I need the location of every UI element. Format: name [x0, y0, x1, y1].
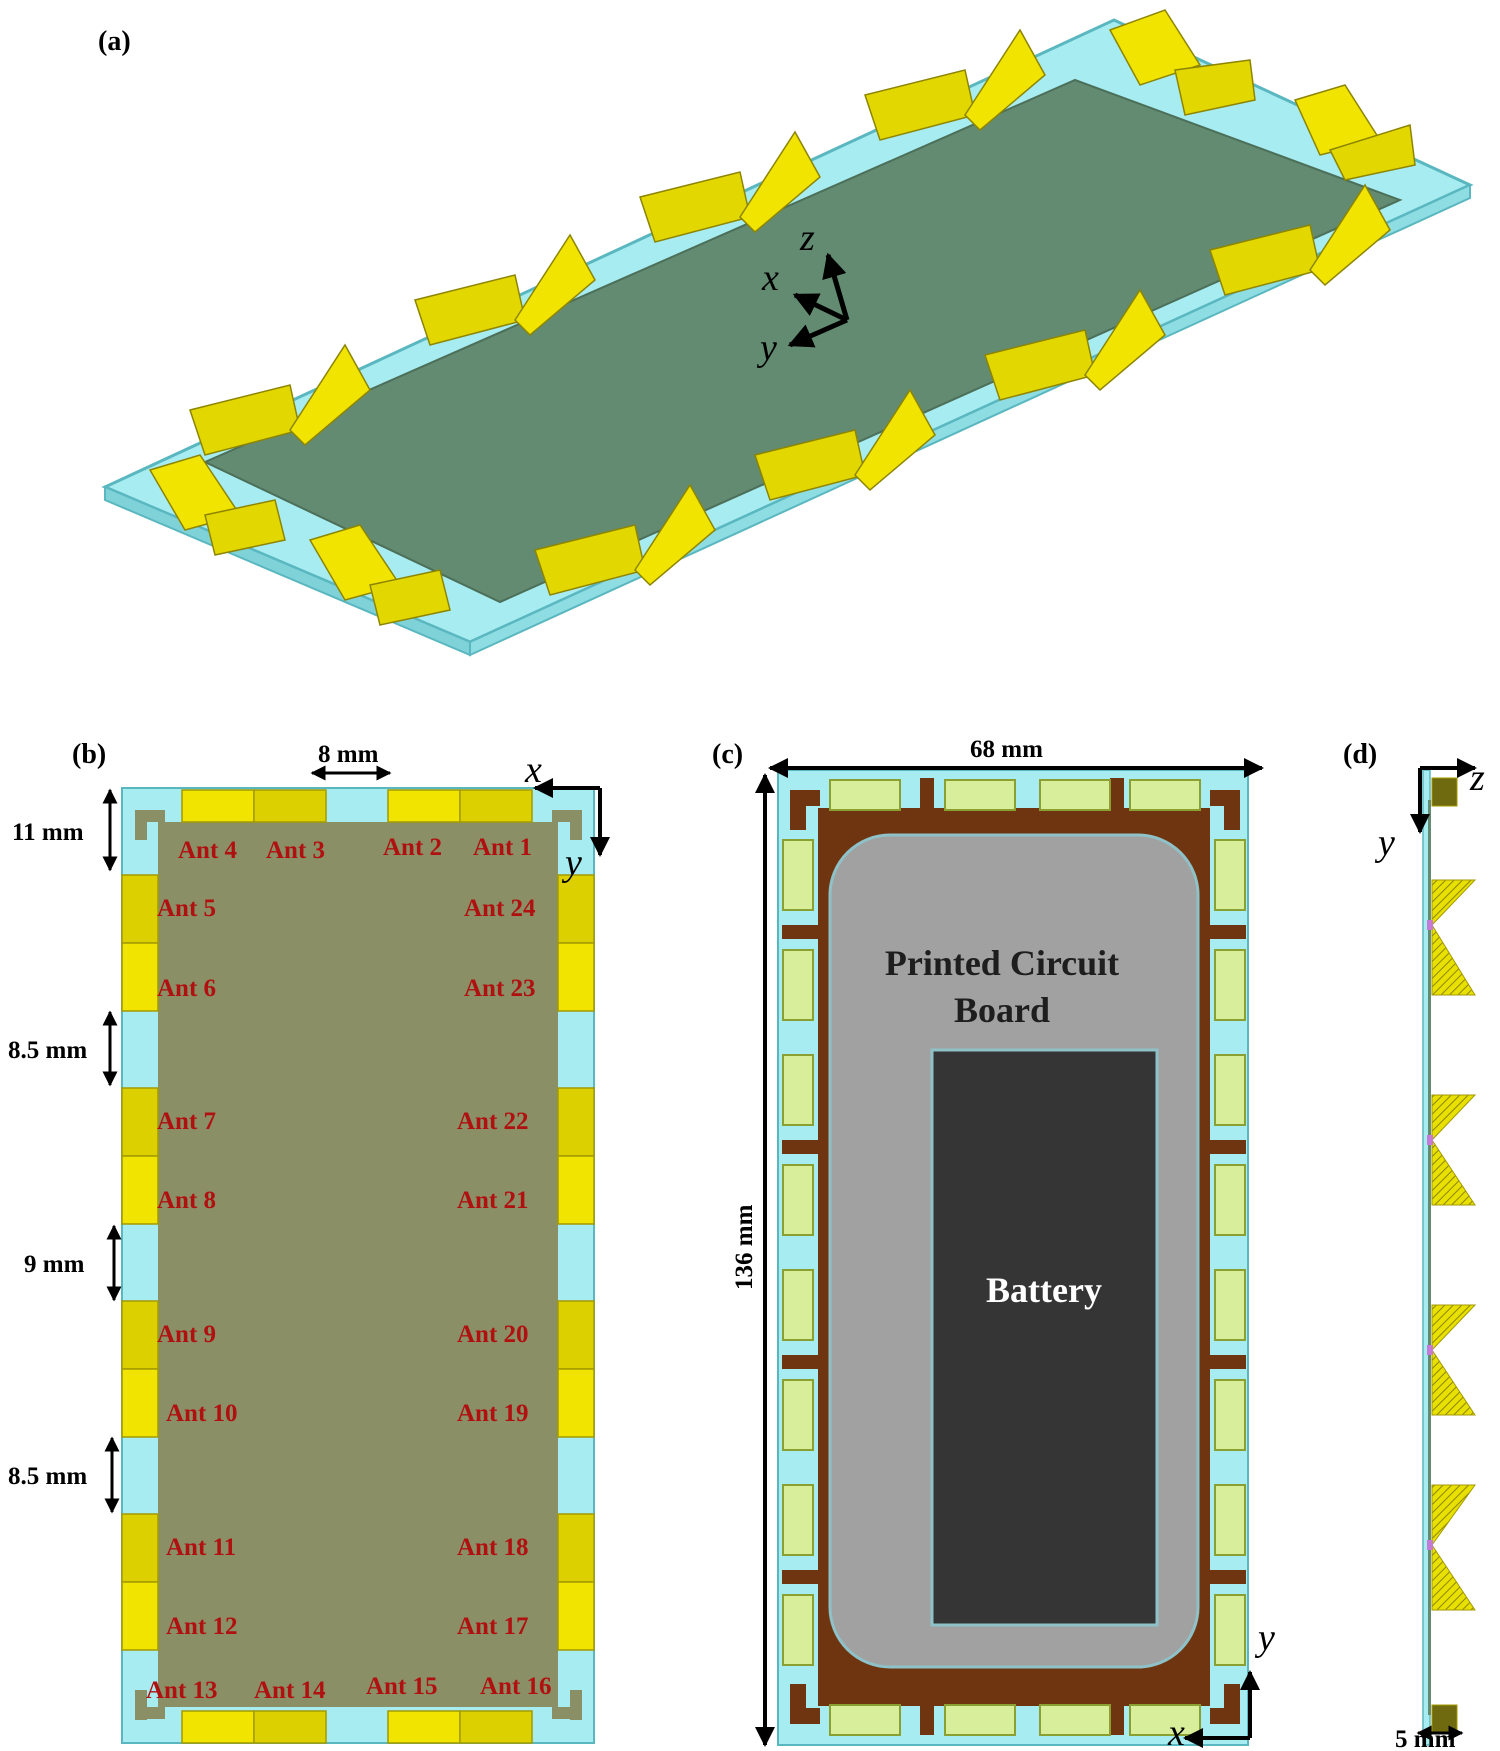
label-ant-8: Ant 8 [157, 1187, 216, 1214]
axis-indicator-d: z y [1374, 757, 1485, 864]
dim-8-5mm-lower: 8.5 mm [8, 1463, 87, 1490]
antenna-3d [1108, 9, 1256, 116]
antenna-3d [754, 388, 936, 501]
label-ant-2: Ant 2 [383, 834, 442, 861]
axis-triad-3d: z x y [756, 217, 850, 369]
panel-a: (a) [98, 9, 1474, 657]
dimension-annotations-b: 8 mm 11 mm 8.5 mm 9 mm 8.5 mm [8, 741, 392, 1514]
label-ant-9: Ant 9 [157, 1321, 216, 1348]
axis-indicator-b: x y [524, 749, 610, 884]
label-ant-19: Ant 19 [457, 1400, 529, 1427]
label-ant-17: Ant 17 [457, 1613, 529, 1640]
panel-b: (b) [8, 739, 610, 1744]
dim-8mm: 8 mm [318, 741, 379, 768]
panel-d: (d) z y 5 mm [1343, 739, 1485, 1751]
label-ant-13: Ant 13 [146, 1677, 218, 1704]
side-feed-ports [1427, 920, 1433, 1550]
panel-b-label: (b) [72, 739, 106, 770]
panel-c: (c) [712, 736, 1275, 1751]
dim-136mm: 136 mm [731, 1204, 758, 1290]
label-ant-16: Ant 16 [480, 1673, 552, 1700]
label-ant-5: Ant 5 [157, 895, 216, 922]
label-ant-11: Ant 11 [166, 1534, 236, 1561]
label-ant-10: Ant 10 [166, 1400, 238, 1427]
side-ground [1428, 800, 1431, 1715]
antenna-3d [864, 28, 1046, 141]
dim-9mm: 9 mm [24, 1251, 85, 1278]
axis-z-label-d: z [1469, 757, 1485, 799]
axis-x-label: x [761, 257, 779, 299]
antenna-3d [534, 483, 716, 596]
antenna-3d [189, 343, 371, 456]
axis-z-label: z [799, 217, 815, 259]
label-ant-22: Ant 22 [457, 1108, 529, 1135]
axis-y-label-c: y [1254, 1617, 1275, 1659]
antenna-3d [148, 454, 286, 556]
label-ant-18: Ant 18 [457, 1534, 529, 1561]
label-ant-4: Ant 4 [178, 837, 238, 864]
axis-y-label-b: y [561, 842, 582, 884]
label-ant-7: Ant 7 [157, 1108, 216, 1135]
pcb-label-line2: Board [954, 990, 1050, 1030]
side-end-antenna-top [1431, 777, 1458, 807]
label-ant-23: Ant 23 [464, 975, 536, 1002]
label-ant-1: Ant 1 [473, 834, 532, 861]
label-ant-20: Ant 20 [457, 1321, 529, 1348]
panel-d-label: (d) [1343, 739, 1377, 770]
meander-antennas [782, 779, 1246, 1736]
antenna-3d [308, 524, 451, 626]
dim-5mm: 5 mm [1395, 1726, 1456, 1751]
label-ant-15: Ant 15 [366, 1673, 438, 1700]
antenna-corners [148, 9, 1416, 626]
axis-x-label-b: x [524, 749, 542, 791]
axis-indicator-c: x y [1167, 1617, 1275, 1751]
antenna-blocks [121, 789, 595, 1744]
label-ant-3: Ant 3 [266, 837, 325, 864]
antenna-row-top [189, 28, 1046, 456]
panel-c-label: (c) [712, 739, 743, 770]
antenna-3d [984, 288, 1166, 401]
antenna-3d [639, 130, 821, 243]
battery-body [930, 1048, 1159, 1627]
label-ant-6: Ant 6 [157, 975, 216, 1002]
label-ant-14: Ant 14 [254, 1677, 326, 1704]
antenna-3d [414, 233, 596, 346]
dim-11mm: 11 mm [12, 819, 84, 846]
pcb-label-line1: Printed Circuit [885, 943, 1119, 983]
label-ant-24: Ant 24 [464, 895, 536, 922]
panel-a-label: (a) [98, 26, 131, 57]
battery-label: Battery [986, 1270, 1102, 1310]
axis-y-label-d: y [1374, 822, 1395, 864]
axis-x-label-c: x [1167, 1712, 1185, 1751]
antenna-3d [1293, 84, 1416, 181]
antenna-labels: Ant 1 Ant 2 Ant 3 Ant 4 Ant 5 Ant 6 Ant … [146, 834, 552, 1704]
dim-8-5mm-upper: 8.5 mm [8, 1037, 87, 1064]
dim-68mm: 68 mm [970, 736, 1043, 763]
label-ant-12: Ant 12 [166, 1613, 238, 1640]
label-ant-21: Ant 21 [457, 1187, 529, 1214]
ground-plane-top-view [158, 822, 558, 1707]
antenna-row-bottom [534, 183, 1391, 596]
side-antennas [1431, 879, 1477, 1611]
axis-y-label: y [756, 327, 777, 369]
ground-corner-tabs [135, 810, 582, 1720]
antenna-3d [1209, 183, 1391, 296]
